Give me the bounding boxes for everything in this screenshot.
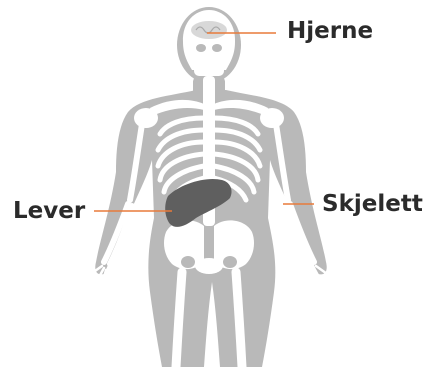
skeleton-label: Skjelett [322,193,423,216]
brain-label: Hjerne [287,20,373,43]
sternum [204,112,214,182]
skull [183,10,235,76]
liver-label: Lever [13,200,85,223]
